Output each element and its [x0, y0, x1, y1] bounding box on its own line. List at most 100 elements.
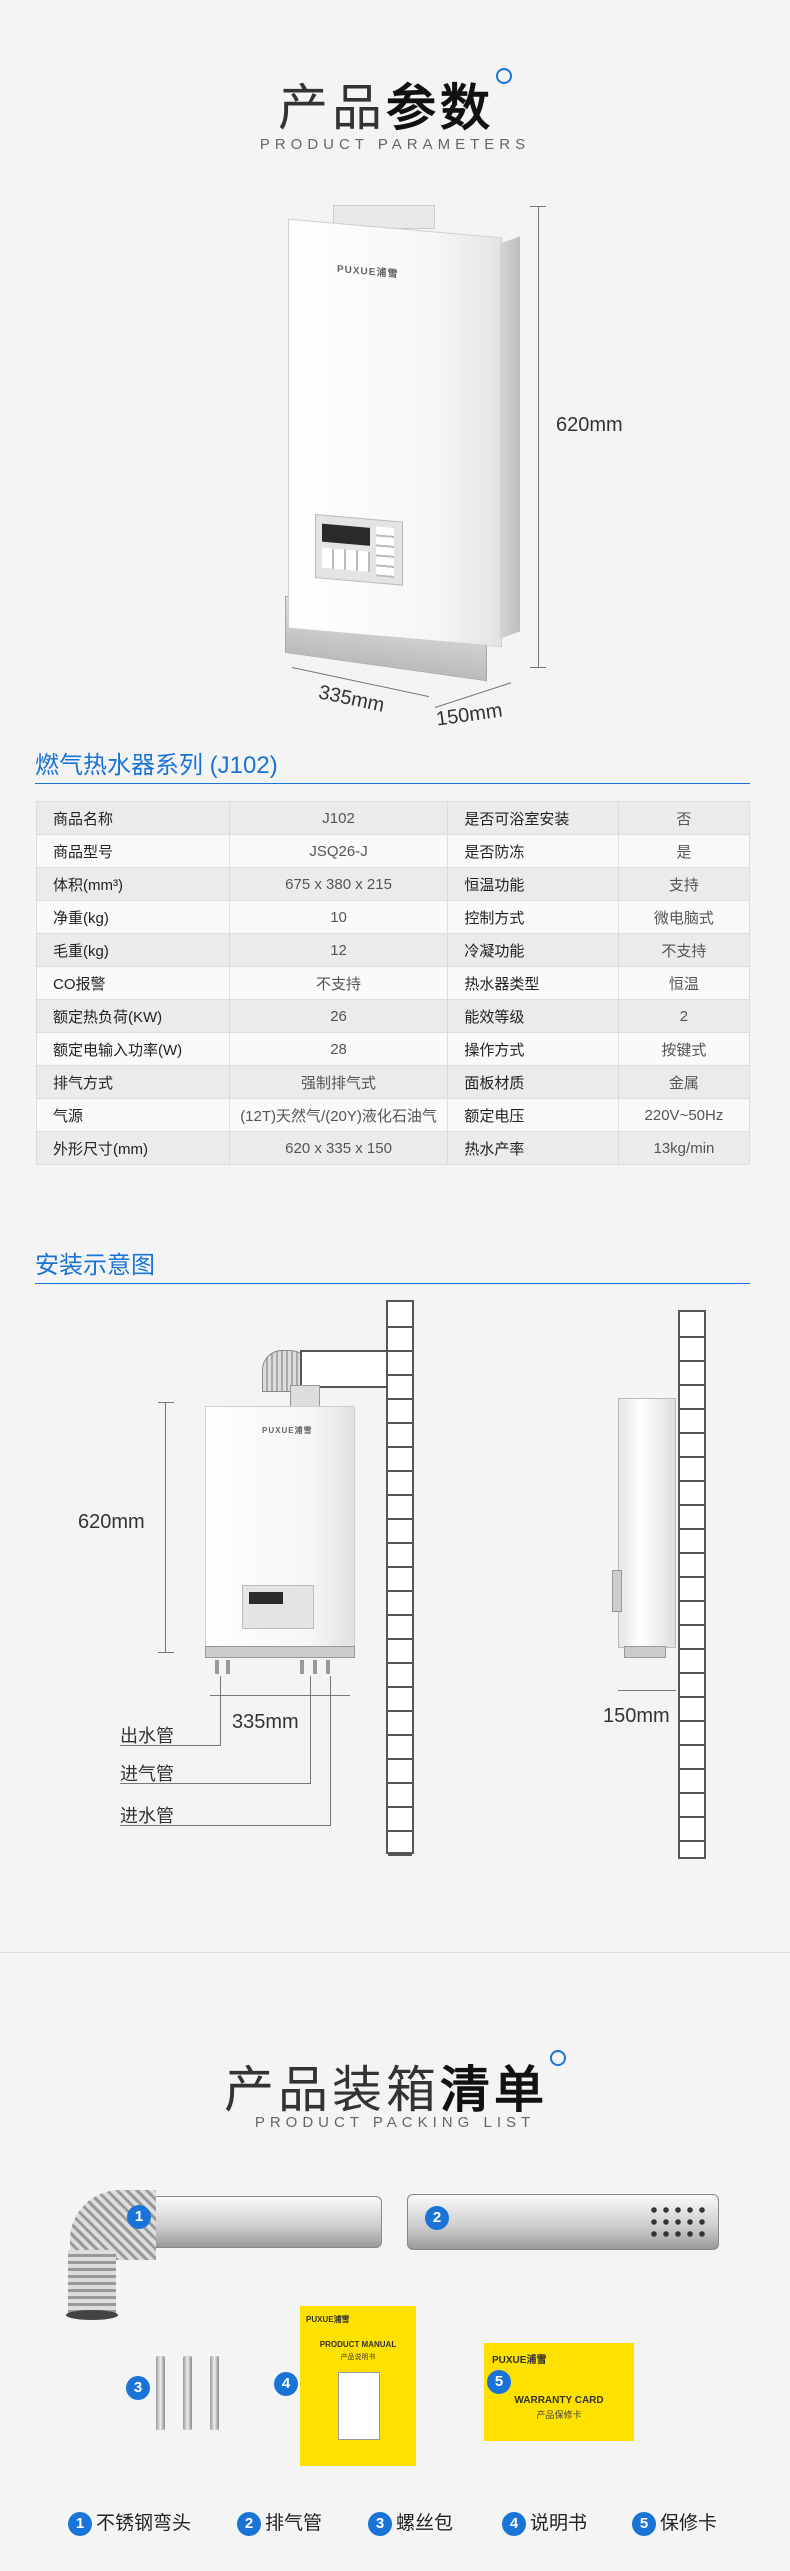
- spec-key: 体积(mm³): [36, 867, 230, 901]
- section-divider: [0, 1952, 790, 1953]
- spec-key: 排气方式: [36, 1065, 230, 1099]
- spec-key: 商品名称: [36, 801, 230, 835]
- spec-value: 金属: [617, 1065, 751, 1099]
- side-panel: [612, 1570, 622, 1612]
- brick-course: [388, 1614, 412, 1616]
- brick-course: [680, 1672, 704, 1674]
- brick-course: [388, 1446, 412, 1448]
- brick-course: [388, 1638, 412, 1640]
- spec-value: 12: [228, 933, 449, 967]
- spec-value: 不支持: [617, 933, 751, 967]
- spec-value: 不支持: [228, 966, 449, 1000]
- packing-subtitle: PRODUCT PACKING LIST: [254, 2114, 536, 2131]
- warranty-sub: 产品保修卡: [536, 2410, 582, 2420]
- item-manual: PUXUE浦雪 PRODUCT MANUAL 产品说明书 4: [274, 2306, 416, 2466]
- control-panel: [315, 514, 403, 586]
- spec-value: 2: [617, 999, 751, 1033]
- brick-course: [680, 1744, 704, 1746]
- spec-key: 冷凝功能: [447, 933, 619, 967]
- spec-value: 强制排气式: [228, 1065, 449, 1099]
- spec-row: 排气方式强制排气式面板材质金属: [36, 1065, 751, 1099]
- spec-key: 热水器类型: [447, 966, 619, 1000]
- install-width-line: [210, 1695, 350, 1696]
- water-inlet-label: 进水管: [120, 1806, 174, 1826]
- brick-course: [388, 1566, 412, 1568]
- badge-4: 4: [274, 2372, 298, 2396]
- warranty-title: WARRANTY CARD: [514, 2395, 604, 2406]
- flue-outlet: [290, 1385, 320, 1409]
- brick-course: [680, 1576, 704, 1578]
- spec-value: 微电脑式: [617, 900, 751, 934]
- spec-value: 恒温: [617, 966, 751, 1000]
- params-title: 产品参数: [0, 68, 790, 140]
- install-height-line: [165, 1402, 166, 1652]
- heater-side: [500, 236, 520, 639]
- panel-buttons: [376, 526, 394, 578]
- pipe-stub: [226, 1660, 230, 1674]
- side-base: [624, 1646, 666, 1658]
- brick-course: [388, 1398, 412, 1400]
- spec-value: 28: [228, 1032, 449, 1066]
- badge-5: 5: [487, 2370, 511, 2394]
- install-width: 335mm: [232, 1711, 299, 1733]
- manual-sub: 产品说明书: [340, 2354, 376, 2361]
- install-heater-base: [205, 1646, 355, 1658]
- brick-course: [680, 1480, 704, 1482]
- lcd-display: [322, 523, 370, 546]
- install-title: 安装示意图: [35, 1252, 155, 1279]
- spec-value: 26: [228, 999, 449, 1033]
- spec-key: 外形尺寸(mm): [36, 1131, 230, 1165]
- spec-key: 毛重(kg): [36, 933, 230, 967]
- pipe-stub: [300, 1660, 304, 1674]
- spec-value: 620 x 335 x 150: [228, 1131, 449, 1165]
- install-control-panel: [242, 1585, 314, 1629]
- circle-dot-icon: [550, 2050, 566, 2066]
- dim-tick: [530, 667, 546, 668]
- params-subtitle: PRODUCT PARAMETERS: [259, 136, 531, 153]
- height-dim: 620mm: [556, 414, 623, 436]
- callout-line: [120, 1783, 310, 1784]
- spec-key: 控制方式: [447, 900, 619, 934]
- outlet-pipe-label: 出水管: [120, 1726, 174, 1746]
- side-depth-line: [618, 1690, 676, 1691]
- screw: [183, 2356, 192, 2430]
- pipe-stub: [326, 1660, 330, 1674]
- brand-logo: PUXUE浦雪: [337, 263, 399, 281]
- brick-course: [388, 1350, 412, 1352]
- packing-title: 产品装箱清单: [0, 2050, 790, 2122]
- dim-tick: [158, 1402, 174, 1403]
- spec-key: 操作方式: [447, 1032, 619, 1066]
- brick-course: [680, 1360, 704, 1362]
- series-title: 燃气热水器系列 (J102): [35, 752, 278, 779]
- series-divider: [35, 783, 750, 784]
- height-dim-line: [538, 206, 539, 668]
- flue-through-wall: [300, 1350, 392, 1388]
- spec-key: 额定电压: [447, 1098, 619, 1132]
- callout-line: [220, 1676, 221, 1746]
- brick-course: [680, 1384, 704, 1386]
- callout-line: [120, 1745, 220, 1746]
- brick-course: [388, 1590, 412, 1592]
- brick-course: [388, 1494, 412, 1496]
- brick-course: [680, 1552, 704, 1554]
- gas-pipe-label: 进气管: [120, 1764, 174, 1784]
- brick-course: [388, 1326, 412, 1328]
- screw: [156, 2356, 165, 2430]
- spec-value: 是: [617, 834, 751, 868]
- brick-course: [680, 1816, 704, 1818]
- brick-course: [680, 1696, 704, 1698]
- spec-key: 能效等级: [447, 999, 619, 1033]
- spec-key: 额定热负荷(KW): [36, 999, 230, 1033]
- brick-wall-front: [386, 1300, 414, 1856]
